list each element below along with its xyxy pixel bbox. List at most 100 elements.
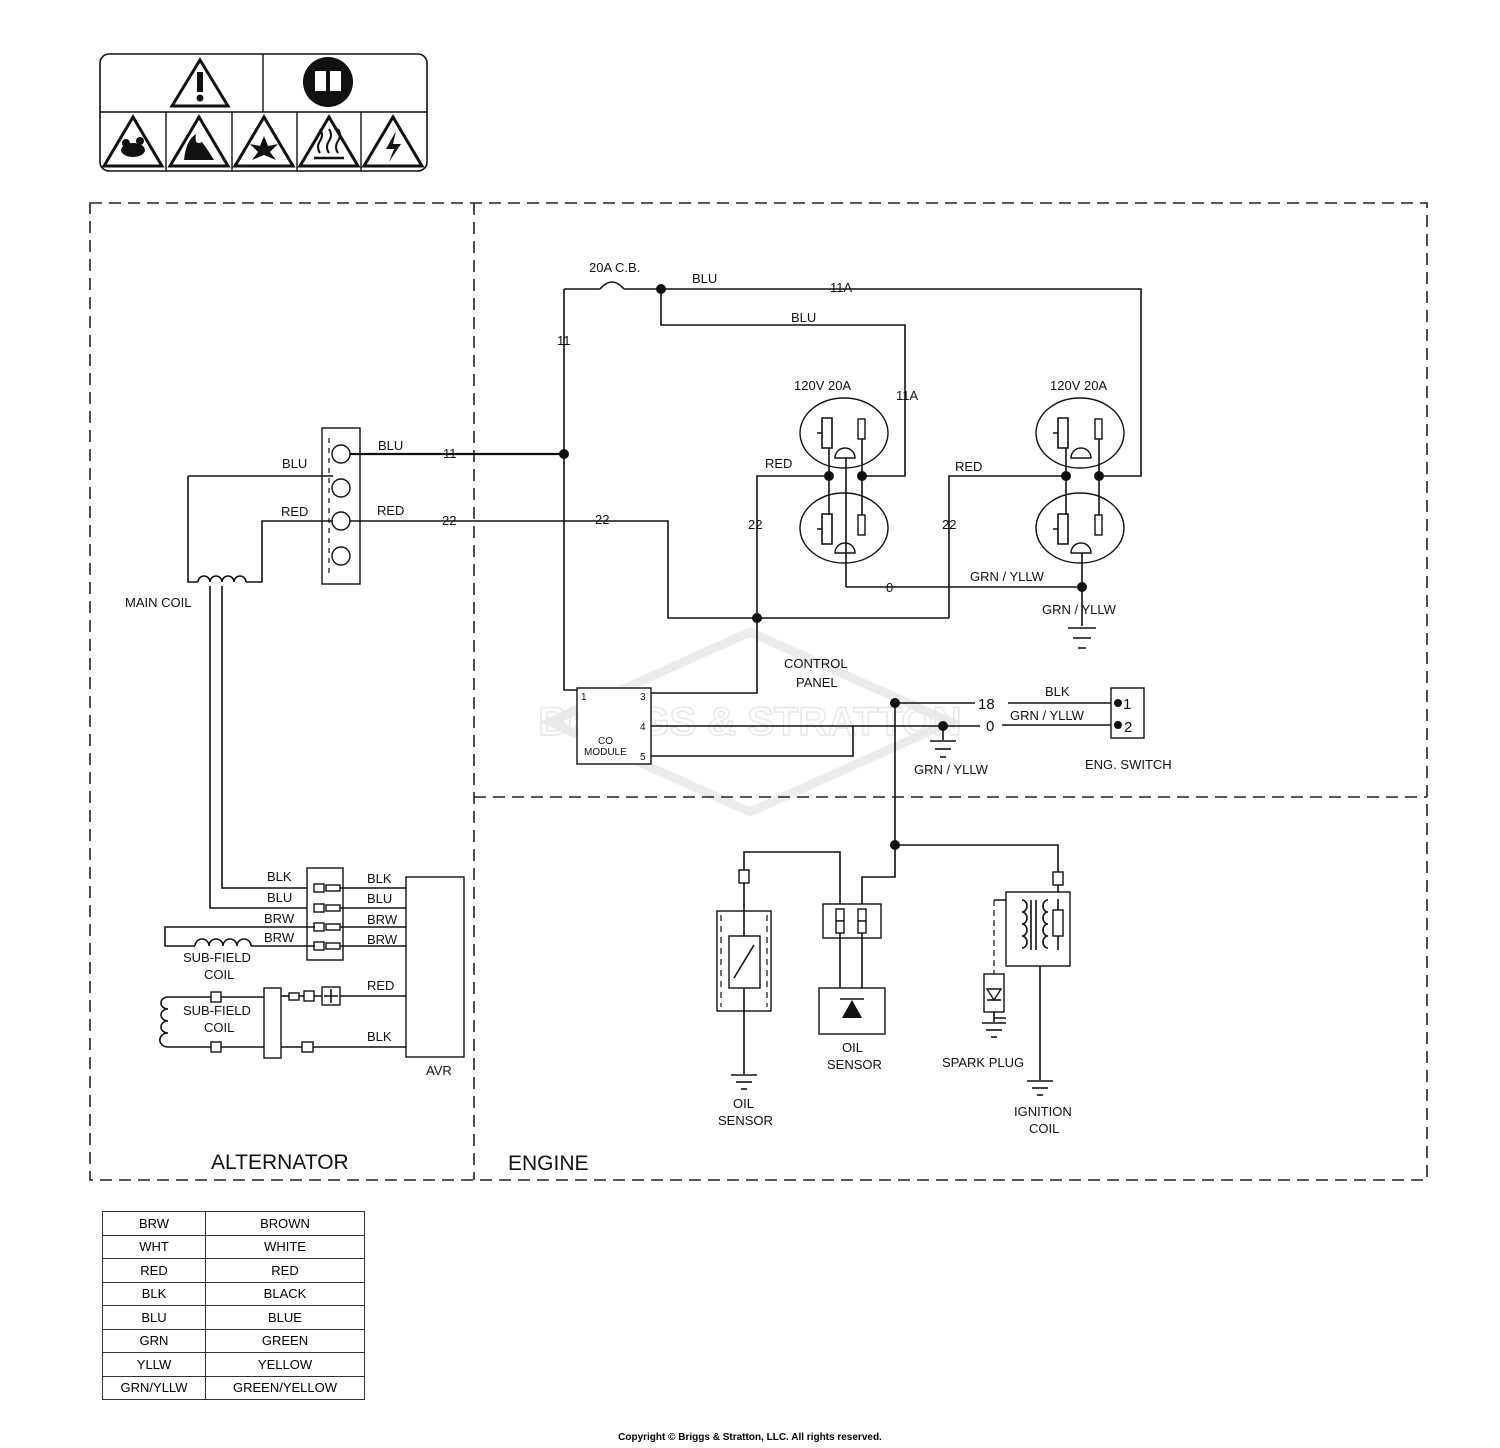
top-wiring	[187, 281, 1145, 909]
wire-label: 22	[595, 512, 609, 527]
fire-icon	[167, 114, 231, 168]
wire-label: 22	[748, 517, 762, 532]
oil-sensor-label: SENSOR	[718, 1113, 773, 1128]
legend-code: BRW	[102, 1211, 206, 1236]
outlet-2	[1035, 397, 1125, 587]
legend-color: BLACK	[205, 1281, 365, 1306]
ground-symbol-panel	[930, 740, 956, 758]
wire-label: BLK	[1045, 684, 1070, 699]
sub-field-label: SUB-FIELD	[183, 1003, 251, 1018]
oil-sensor-label: OIL	[842, 1040, 863, 1055]
wire-label: RED	[281, 504, 308, 519]
main-coil-label: MAIN COIL	[125, 595, 191, 610]
wire-label: BLU	[378, 438, 403, 453]
wire-label: BLU	[282, 456, 307, 471]
safety-label	[99, 53, 428, 172]
legend-code: WHT	[102, 1234, 206, 1259]
control-panel-label: PANEL	[796, 675, 838, 690]
wire-label: 11	[557, 333, 571, 348]
wire-label: 0	[986, 718, 994, 735]
spark-plug-label: SPARK PLUG	[942, 1055, 1024, 1070]
engine-switch	[1110, 687, 1145, 739]
electric-shock-icon	[361, 114, 425, 168]
wire-label: 22	[442, 513, 456, 528]
manual-icon	[303, 57, 353, 107]
ground-symbol-outlet	[1068, 627, 1096, 649]
co-module	[576, 687, 652, 765]
hot-surface-icon	[297, 114, 361, 168]
legend-color: GREEN	[205, 1328, 365, 1353]
legend-color: RED	[205, 1258, 365, 1283]
wire-label: RED	[765, 456, 792, 471]
legend-color: WHITE	[205, 1234, 365, 1259]
explosion-icon	[232, 114, 296, 168]
wire-label: 0	[886, 580, 893, 595]
pin-label: 4	[640, 722, 646, 733]
wire-label: GRN / YLLW	[1042, 602, 1117, 617]
legend-code: BLK	[102, 1281, 206, 1306]
ground-symbol-spark	[982, 1022, 1006, 1038]
wire-label: 11A	[830, 280, 852, 295]
wire-label: RED	[367, 978, 394, 993]
outlet-1	[799, 397, 889, 587]
switch-pin: 2	[1124, 719, 1132, 736]
ground-symbol-oil	[731, 1074, 757, 1090]
legend-color: BROWN	[205, 1211, 365, 1236]
wire-label: BLU	[692, 271, 717, 286]
wire-label: GRN / YLLW	[970, 569, 1045, 584]
oil-sensor-label: SENSOR	[827, 1057, 882, 1072]
engine-wiring	[716, 840, 1071, 1096]
co-module-label: MODULE	[584, 747, 627, 758]
wire-label: BLU	[791, 310, 816, 325]
legend-code: BLU	[102, 1305, 206, 1330]
main-coil	[197, 575, 247, 583]
wire-label: RED	[955, 459, 982, 474]
circuit-breaker	[599, 281, 625, 290]
wire-label: BRW	[367, 912, 398, 927]
wire-label: 18	[978, 696, 995, 713]
sub-field-label: COIL	[204, 967, 234, 982]
oil-sensor-label: OIL	[733, 1096, 754, 1111]
outlet-rating: 120V 20A	[1050, 378, 1107, 393]
wire-label: GRN / YLLW	[914, 762, 989, 777]
pin-label: 1	[581, 692, 587, 703]
ignition-coil-label: COIL	[1029, 1121, 1059, 1136]
pin-label: 3	[640, 692, 646, 703]
wire-label: BLK	[367, 871, 392, 886]
legend-code: GRN	[102, 1328, 206, 1353]
wire-label: BRW	[367, 932, 398, 947]
avr-module	[405, 876, 465, 1058]
section-borders	[89, 202, 1428, 1181]
wire-label: 22	[942, 517, 956, 532]
sub-field-label: SUB-FIELD	[183, 950, 251, 965]
avr-wiring	[159, 867, 465, 1059]
wire-label: 11	[443, 446, 457, 461]
wire-label: BRW	[264, 930, 295, 945]
wire-label: BLU	[367, 891, 392, 906]
eng-switch-label: ENG. SWITCH	[1085, 757, 1172, 772]
section-engine: ENGINE	[508, 1152, 589, 1175]
outlet-rating: 120V 20A	[794, 378, 851, 393]
diagram-labels: ALTERNATOR ENGINE 20A C.B. BLU 11A BLU 1…	[125, 260, 1172, 1175]
legend-color: BLUE	[205, 1305, 365, 1330]
wire-label: GRN / YLLW	[1010, 708, 1085, 723]
avr-label: AVR	[426, 1063, 452, 1078]
legend-color: GREEN/YELLOW	[205, 1375, 365, 1400]
pin-label: 5	[640, 752, 646, 763]
legend-color: YELLOW	[205, 1352, 365, 1377]
co-module-label: CO	[598, 736, 613, 747]
ignition-coil-label: IGNITION	[1014, 1104, 1072, 1119]
switch-pin: 1	[1123, 696, 1131, 713]
toxic-fumes-icon	[101, 114, 165, 168]
wire-label: BLK	[367, 1029, 392, 1044]
sub-field-label: COIL	[204, 1020, 234, 1035]
